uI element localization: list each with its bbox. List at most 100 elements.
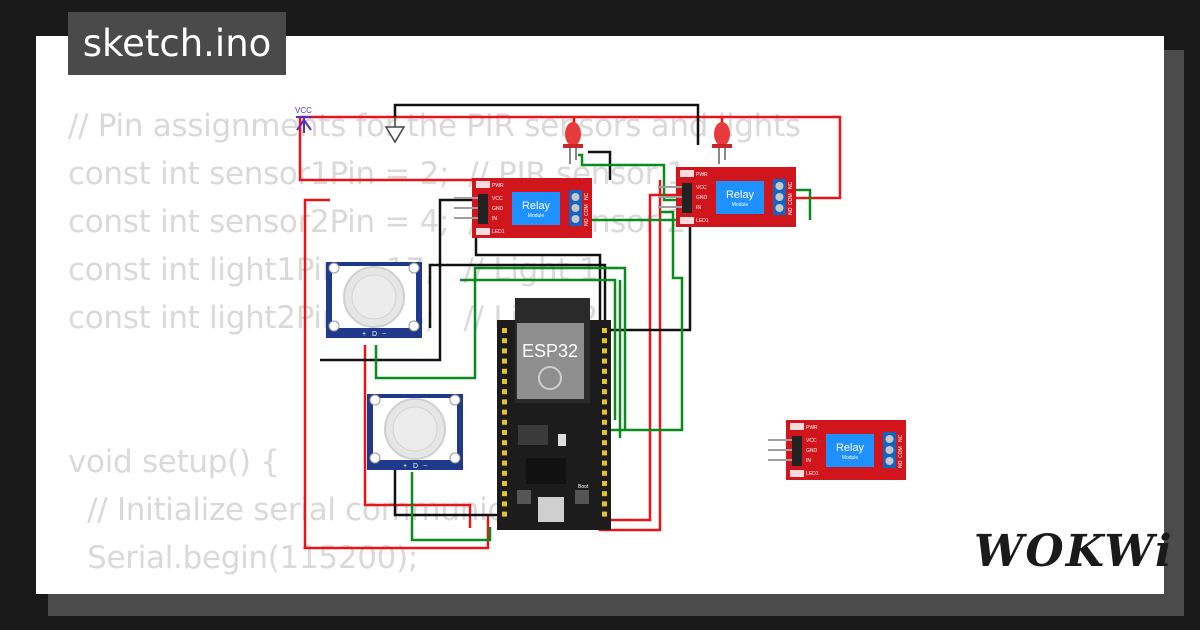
wire-green bbox=[374, 266, 627, 430]
header-pin bbox=[502, 328, 507, 333]
relay-module-2: PWR LED1 VCC GND IN Relay Module NO COM … bbox=[658, 167, 796, 227]
vcc-label: VCC bbox=[295, 106, 312, 115]
pir-sensor-1: + D − bbox=[325, 261, 423, 339]
svg-text:COM: COM bbox=[788, 193, 794, 205]
svg-text:+: + bbox=[362, 331, 366, 338]
wire-black bbox=[393, 103, 700, 145]
svg-text:D: D bbox=[372, 331, 377, 338]
header-pin bbox=[602, 358, 607, 364]
wire-green bbox=[608, 210, 684, 432]
vcc-symbol: VCC bbox=[295, 106, 312, 133]
wire-red bbox=[303, 198, 490, 550]
svg-text:Boot: Boot bbox=[578, 484, 589, 490]
code-line: // Pin assignments for the PIR sensors a… bbox=[68, 108, 801, 144]
sketch-filename-tab: sketch.ino bbox=[68, 12, 286, 75]
header-pin bbox=[602, 399, 607, 405]
svg-text:Module: Module bbox=[528, 213, 545, 219]
en-button bbox=[517, 490, 531, 504]
svg-text:PWR: PWR bbox=[696, 172, 708, 178]
svg-text:COM: COM bbox=[898, 446, 904, 458]
svg-text:NC: NC bbox=[584, 192, 590, 200]
header-pin bbox=[502, 460, 507, 466]
code-line: Serial.begin(115200); bbox=[68, 540, 419, 576]
header-pin bbox=[602, 450, 607, 456]
wokwi-logo: WOKWi bbox=[974, 526, 1174, 577]
header-pin bbox=[602, 379, 607, 384]
svg-text:VCC: VCC bbox=[806, 438, 817, 444]
code-line: void setup() { bbox=[68, 444, 280, 480]
wire-red bbox=[300, 115, 842, 200]
header-pin bbox=[602, 440, 607, 446]
header-pin bbox=[502, 430, 507, 435]
svg-text:PWR: PWR bbox=[806, 425, 818, 431]
svg-text:IN: IN bbox=[806, 458, 811, 464]
svg-text:NO: NO bbox=[788, 207, 794, 215]
header-pin bbox=[602, 430, 607, 435]
ground-symbol bbox=[384, 117, 406, 144]
svg-text:IN: IN bbox=[696, 205, 701, 211]
header-pin bbox=[502, 511, 507, 517]
header-pin bbox=[502, 440, 507, 446]
svg-text:VCC: VCC bbox=[696, 185, 707, 191]
svg-text:NC: NC bbox=[898, 434, 904, 442]
svg-text:−: − bbox=[423, 463, 427, 470]
header-pin bbox=[502, 450, 507, 456]
svg-text:+: + bbox=[403, 463, 407, 470]
esp32-label: ESP32 bbox=[522, 341, 578, 361]
esp32-board: ESP32 Boot bbox=[497, 298, 611, 530]
relay-module-1: PWR LED1 VCC GND IN Relay Module NO COM … bbox=[454, 178, 592, 238]
header-pin bbox=[502, 481, 507, 486]
svg-text:GND: GND bbox=[492, 206, 504, 212]
header-pin bbox=[602, 470, 607, 476]
svg-text:PWR: PWR bbox=[492, 183, 504, 189]
header-pin bbox=[502, 491, 507, 497]
svg-text:Module: Module bbox=[732, 202, 749, 208]
wire-green bbox=[792, 188, 812, 220]
svg-text:NO: NO bbox=[898, 460, 904, 468]
wire-black bbox=[320, 198, 476, 362]
wire-green bbox=[460, 278, 617, 420]
header-pin bbox=[602, 481, 607, 486]
header-pin bbox=[602, 389, 607, 395]
wire-green bbox=[410, 472, 492, 542]
wire-green bbox=[578, 153, 680, 202]
header-pin bbox=[602, 328, 607, 333]
svg-text:Relay: Relay bbox=[522, 200, 551, 212]
svg-text:D: D bbox=[413, 463, 418, 470]
led-2 bbox=[712, 122, 732, 164]
header-pin bbox=[502, 379, 507, 384]
svg-text:GND: GND bbox=[806, 448, 818, 454]
espressif-logo-icon bbox=[538, 366, 562, 390]
header-pin bbox=[502, 501, 507, 507]
svg-text:LED1: LED1 bbox=[806, 471, 819, 477]
code-line: const int light1Pin = 17; // Light 1 bbox=[68, 252, 599, 288]
usb-port bbox=[538, 497, 564, 522]
svg-text:IN: IN bbox=[492, 216, 497, 222]
header-pin bbox=[602, 348, 607, 354]
header-pin bbox=[602, 419, 607, 425]
header-pin bbox=[502, 409, 507, 415]
header-pin bbox=[502, 389, 507, 395]
header-pin bbox=[502, 470, 507, 476]
header-pin bbox=[502, 399, 507, 405]
wire-red bbox=[298, 117, 476, 182]
header-pin bbox=[502, 358, 507, 364]
svg-text:NC: NC bbox=[788, 181, 794, 189]
code-line: const int sensor1Pin = 2; // PIR sensor … bbox=[68, 156, 687, 192]
header-pin bbox=[502, 348, 507, 354]
pir-sensor-2: + D − bbox=[366, 393, 464, 471]
svg-text:LED1: LED1 bbox=[696, 218, 709, 224]
header-pin bbox=[502, 368, 507, 374]
wire-black bbox=[588, 150, 612, 180]
svg-text:Relay: Relay bbox=[836, 442, 865, 454]
header-pin bbox=[602, 368, 607, 374]
led-1 bbox=[563, 122, 583, 164]
header-pin bbox=[602, 338, 607, 344]
boot-button bbox=[575, 490, 589, 504]
relay-module-3: PWR LED1 VCC GND IN Relay Module NO COM … bbox=[768, 420, 906, 480]
header-pin bbox=[602, 491, 607, 497]
wire-black bbox=[393, 470, 505, 517]
header-pin bbox=[502, 338, 507, 344]
svg-text:NO: NO bbox=[584, 218, 590, 226]
